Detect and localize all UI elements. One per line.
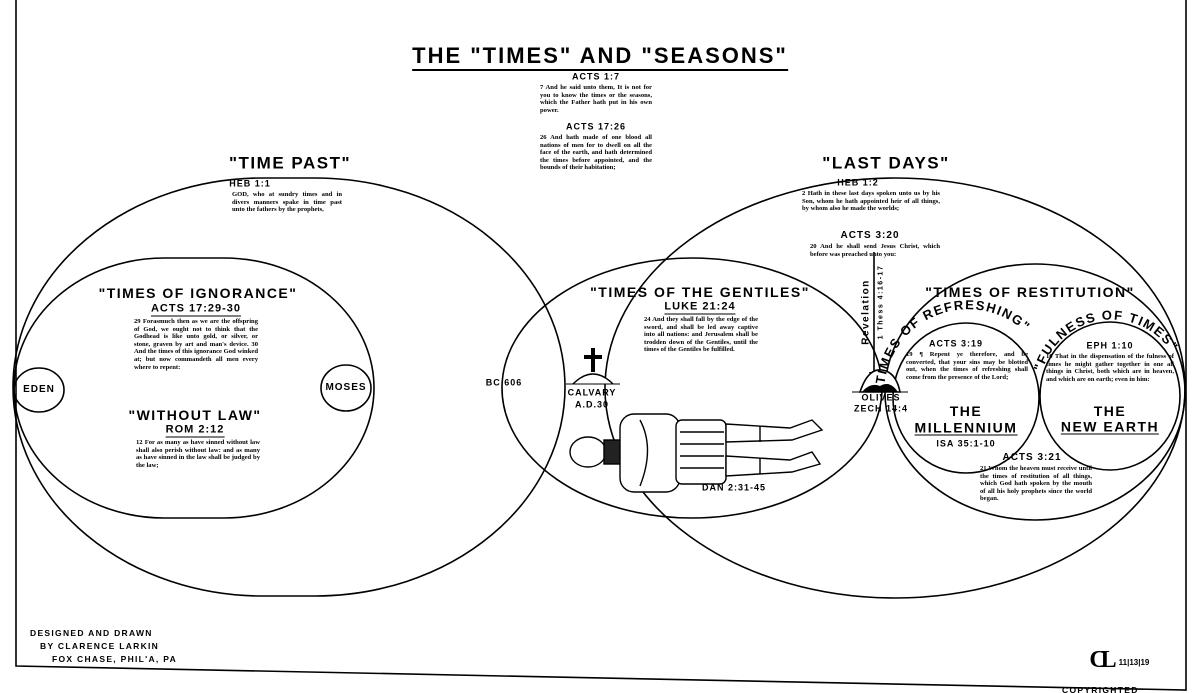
heb-1-2-ref: Heb 1:2 bbox=[837, 177, 879, 188]
luke-21-24-ref: Luke 21:24 bbox=[664, 300, 736, 315]
calvary-date: A.D.30 bbox=[574, 399, 610, 410]
acts-1-7-verse: 7 And he said unto them, It is not for y… bbox=[540, 84, 652, 114]
last-days-label: "Last Days" bbox=[822, 153, 950, 173]
bc-606-label: BC 606 bbox=[485, 377, 523, 388]
calvary-label: Calvary bbox=[567, 387, 617, 398]
millennium-label: Millennium bbox=[914, 419, 1018, 436]
credit-line-1: Designed And Drawn bbox=[30, 628, 153, 638]
zech-14-4-ref: Zech 14:4 bbox=[853, 403, 909, 414]
new-earth-label: New Earth bbox=[1060, 418, 1160, 435]
acts-3-21-verse: 21 Whom the heaven must receive until th… bbox=[980, 465, 1092, 503]
luke-21-24-verse: 24 And they shall fall by the edge of th… bbox=[644, 316, 758, 354]
frame bbox=[15, 0, 1187, 691]
millennium-the: The bbox=[949, 403, 983, 419]
acts-17-29-verse: 29 Forasmuch then as we are the offsprin… bbox=[134, 318, 258, 371]
olives-label: Olives bbox=[861, 392, 901, 403]
eden-circle bbox=[13, 367, 65, 413]
times-of-ignorance-label: "Times Of Ignorance" bbox=[98, 285, 298, 301]
acts-17-26-ref: Acts 17:26 bbox=[565, 121, 627, 132]
acts-3-19-ref: Acts 3:19 bbox=[928, 338, 984, 349]
new-earth-the: The bbox=[1093, 403, 1127, 419]
copyright-label: Copyrighted bbox=[1062, 685, 1139, 693]
heb-1-1-ref: Heb 1:1 bbox=[229, 178, 271, 189]
calvary-cross-icon bbox=[566, 348, 620, 385]
moses-circle bbox=[320, 364, 372, 412]
millennium-circle bbox=[892, 322, 1040, 474]
date-label: 11|13|19 bbox=[1118, 658, 1150, 667]
eph-1-10-ref: Eph 1:10 bbox=[1086, 340, 1134, 351]
new-earth-circle bbox=[1039, 321, 1181, 471]
mount-of-olives-icon bbox=[852, 369, 908, 393]
eph-1-10-verse: 10 That in the dispensation of the fulne… bbox=[1046, 353, 1174, 383]
dan-2-31-ref: Dan 2:31-45 bbox=[701, 482, 767, 493]
heb-1-2-verse: 2 Hath in these last days spoken unto us… bbox=[802, 190, 940, 213]
without-law-label: "Without Law" bbox=[128, 407, 262, 423]
time-past-oval bbox=[12, 177, 566, 597]
times-of-restitution-label: "Times Of Restitution" bbox=[925, 284, 1135, 300]
statue-figure-icon bbox=[569, 413, 824, 493]
monogram-logo: CL bbox=[1089, 647, 1116, 673]
isa-35-ref: Isa 35:1-10 bbox=[936, 438, 996, 449]
rom-2-12-verse: 12 For as many as have sinned without la… bbox=[136, 439, 260, 469]
acts-17-29-ref: Acts 17:29-30 bbox=[150, 302, 242, 317]
acts-3-20-verse: 20 And he shall send Jesus Christ, which… bbox=[810, 243, 940, 258]
eden-label: Eden bbox=[23, 384, 55, 395]
credit-line-3: Fox Chase, Phil'a, Pa bbox=[52, 654, 178, 664]
page-title: The "Times" And "Seasons" bbox=[412, 45, 788, 71]
acts-3-20-ref: Acts 3:20 bbox=[840, 230, 900, 241]
acts-3-21-ref: Acts 3:21 bbox=[1002, 452, 1062, 463]
rom-2-12-ref: Rom 2:12 bbox=[165, 423, 225, 438]
revelation-label: Revelation bbox=[860, 279, 872, 345]
heb-1-1-verse: GOD, who at sundry times and in divers m… bbox=[232, 191, 342, 214]
times-of-gentiles-label: "Times Of The Gentiles" bbox=[590, 284, 810, 300]
1-thess-ref: 1 Thess 4:16-17 bbox=[877, 264, 885, 340]
acts-17-26-verse: 26 And hath made of one blood all nation… bbox=[540, 134, 652, 172]
credit-line-2: By Clarence Larkin bbox=[40, 641, 160, 651]
acts-3-19-verse: 19 ¶ Repent ye therefore, and be convert… bbox=[906, 351, 1028, 381]
moses-label: Moses bbox=[325, 382, 367, 393]
time-past-label: "Time Past" bbox=[228, 153, 352, 173]
acts-1-7-ref: Acts 1:7 bbox=[571, 71, 621, 82]
